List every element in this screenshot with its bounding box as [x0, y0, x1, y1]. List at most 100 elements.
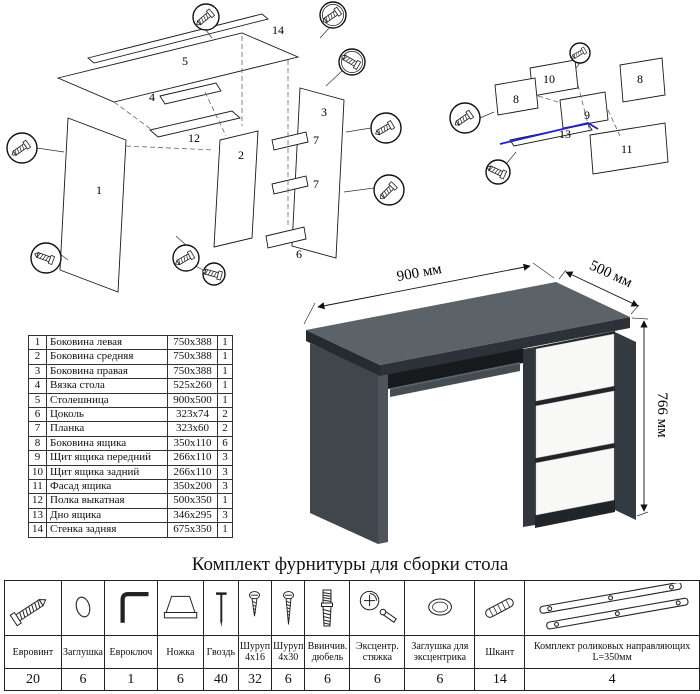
screw-callout	[30, 242, 62, 274]
dim-line-depth	[565, 271, 639, 307]
desk-right-panel	[615, 332, 636, 520]
panel-mid-2	[213, 130, 259, 248]
part-label-9: 9	[584, 108, 590, 122]
hardware-qty: 40	[202, 668, 239, 691]
part-number: 10	[28, 464, 47, 481]
part-name: Дно ящика	[46, 507, 168, 524]
hardware-name: Евроключ	[103, 635, 158, 669]
part-name: Полка выкатная	[46, 493, 168, 509]
part-number: 14	[28, 522, 47, 538]
desk-left-panel	[310, 343, 378, 544]
assembly-guides	[537, 84, 621, 137]
desk-keyboard-tray	[390, 363, 520, 397]
hardware-name: Гвоздь	[202, 635, 239, 669]
screw-callout	[172, 244, 200, 272]
part-qty: 1	[217, 522, 233, 538]
desk-panels	[56, 13, 345, 293]
part-label-12: 12	[188, 131, 200, 145]
part-number: 7	[28, 421, 47, 437]
screw-callout	[200, 262, 226, 286]
hex-key-icon	[120, 592, 149, 623]
assembly-guides	[113, 36, 289, 226]
part-qty: 1	[217, 493, 233, 509]
panel-left-1	[59, 117, 127, 293]
hardware-qty: 4	[524, 668, 700, 691]
part-size: 750x388	[167, 363, 218, 380]
part-size: 500x350	[167, 493, 218, 509]
desk-drawer-front-3	[535, 447, 615, 516]
part-label-8-right: 8	[637, 72, 643, 86]
desk-render: 900 мм 500 мм 766 мм	[303, 258, 670, 544]
hardware-name: Эксцентр. стяжка	[349, 635, 406, 669]
hardware-icons-row	[4, 580, 700, 636]
desk-top-surface	[306, 282, 630, 365]
part-name: Фасад ящика	[46, 479, 168, 495]
desk-drawer-front-1	[535, 333, 615, 402]
hardware-qty: 6	[60, 668, 105, 691]
screw-callout	[6, 132, 38, 164]
hardware-qty: 32	[237, 668, 273, 691]
dim-line-width	[317, 263, 531, 310]
desk-body	[306, 282, 636, 544]
part-qty: 1	[217, 363, 233, 380]
desk-left-panel-edge	[378, 372, 388, 544]
panel-drawer-facade-11	[589, 122, 669, 175]
part-qty: 1	[217, 349, 233, 365]
screw-short-icon	[249, 591, 261, 617]
hardware-name: Ножка	[156, 635, 204, 669]
desk-opening-shadow	[388, 348, 523, 389]
part-number: 8	[28, 435, 47, 452]
part-number: 4	[28, 378, 47, 394]
part-name: Боковина левая	[46, 334, 168, 351]
part-number: 5	[28, 392, 47, 409]
part-size: 323x60	[167, 421, 218, 437]
part-size: 323x74	[167, 407, 218, 423]
hardware-qty: 6	[304, 668, 351, 691]
part-label-2: 2	[238, 148, 244, 162]
hardware-table: Евровинт Заглушка Евроключ Ножка Гвоздь …	[4, 580, 700, 691]
assembly-diagram-drawer: 10 8 8 9 13 11	[449, 42, 669, 185]
panel-plank-7b	[271, 175, 309, 195]
hardware-title: Комплект фурнитуры для сборки стола	[191, 554, 509, 575]
screw-callout	[338, 48, 366, 76]
part-name: Вязка стола	[46, 378, 168, 394]
panel-tie-4	[159, 82, 222, 105]
part-name: Боковина правая	[46, 363, 168, 380]
part-qty: 6	[217, 435, 233, 452]
part-label-3: 3	[321, 105, 327, 119]
part-size: 900x500	[167, 392, 218, 409]
part-qty: 2	[217, 407, 233, 423]
part-name: Стенка задняя	[46, 522, 168, 538]
part-size: 266x110	[167, 464, 218, 481]
part-label-13: 13	[559, 127, 571, 141]
fastener-callouts	[449, 42, 591, 185]
part-qty: 1	[217, 392, 233, 409]
part-name: Щит ящика передний	[46, 450, 168, 466]
part-size: 750x388	[167, 334, 218, 351]
part-number: 2	[28, 349, 47, 365]
hardware-names-row: Евровинт Заглушка Евроключ Ножка Гвоздь …	[4, 635, 700, 669]
screw-callout	[449, 102, 481, 134]
hardware-name: Шуруп 4x30	[271, 635, 306, 669]
part-label-4: 4	[149, 90, 155, 104]
hardware-name: Евровинт	[4, 635, 62, 669]
hardware-qty: 20	[4, 668, 62, 691]
dim-height-label: 766 мм	[654, 392, 670, 438]
drawer-slides-icon	[539, 583, 689, 630]
part-size: 266x110	[167, 450, 218, 466]
part-label-10: 10	[543, 72, 555, 86]
hardware-name: Шкант	[474, 635, 526, 669]
panel-plinth-6	[265, 226, 307, 249]
desk-mid-panel-edge	[523, 347, 535, 527]
drawer-panels	[494, 57, 669, 175]
assembly-diagram-desk: 14 5 4 12 2 1 3 7 7 6	[6, 1, 405, 293]
part-size: 525x260	[167, 378, 218, 394]
hardware-qty: 6	[349, 668, 406, 691]
